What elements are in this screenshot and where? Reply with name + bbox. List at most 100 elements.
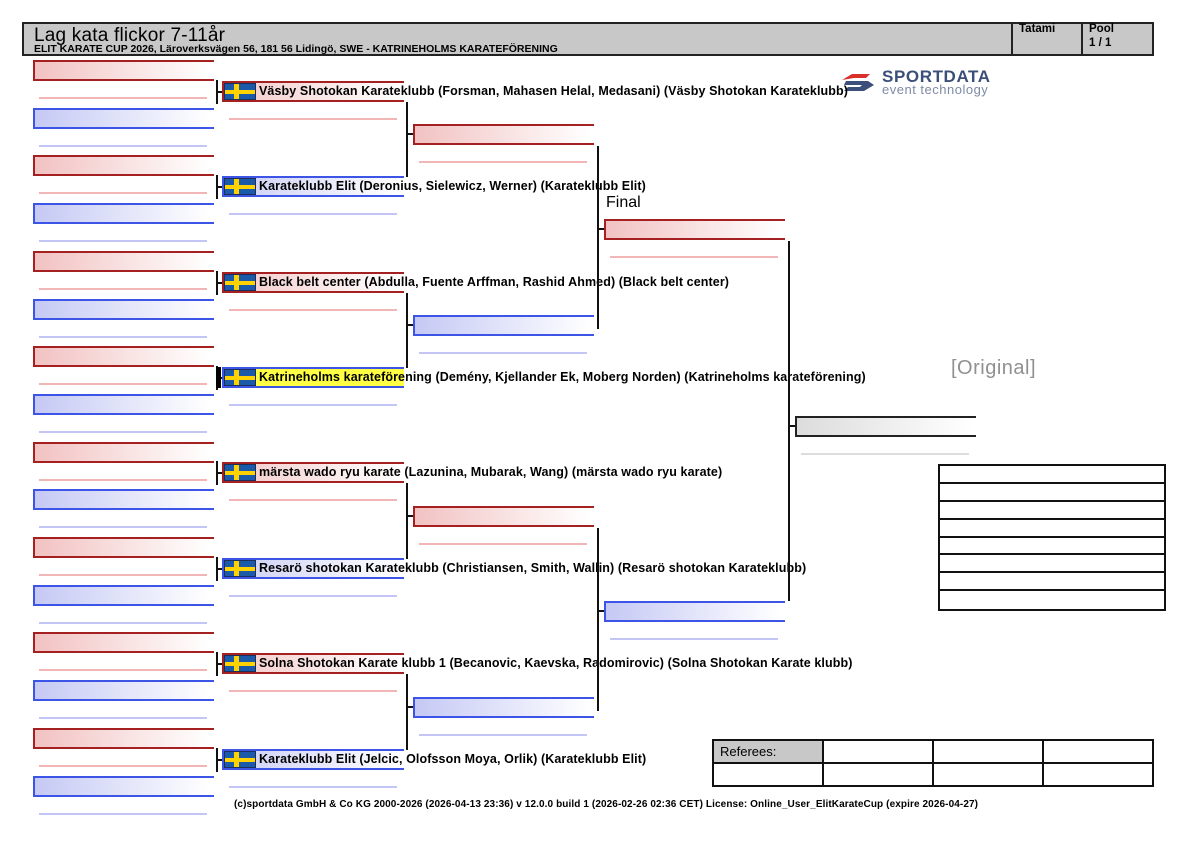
result-row [940,591,1164,609]
result-row [940,466,1164,484]
team-entry[interactable]: Black belt center (Abdulla, Fuente Arffm… [222,272,729,293]
team-name: Black belt center (Abdulla, Fuente Arffm… [259,275,730,289]
bracket-slot-r0[interactable] [33,346,214,368]
referees-label: Referees: [712,739,824,764]
sweden-flag-icon [224,274,256,291]
slot-underline [39,764,207,767]
result-row [940,484,1164,502]
connector-line [406,102,408,177]
bracket-slot-final[interactable] [604,601,785,622]
connector-line [788,425,796,427]
slot-underline [39,335,207,338]
bracket-slot-r0[interactable] [33,60,214,81]
referees-table: Referees: [712,739,1154,787]
result-table [938,464,1166,612]
slot-underline [39,526,207,529]
connector-line [406,133,414,135]
team-entry[interactable]: Katrineholms karateförening (Demény, Kje… [222,367,866,388]
bracket-slot-r0[interactable] [33,489,214,511]
slot-underline [610,638,778,640]
bracket-slot-r0[interactable] [33,775,214,797]
slot-underline [39,669,207,672]
slot-underline [39,574,207,576]
team-name: Solna Shotokan Karate klubb 1 (Becanovic… [259,656,853,670]
bracket-slot-r0[interactable] [33,727,214,749]
team-underline [229,499,397,501]
team-name: Resarö shotokan Karateklubb (Christianse… [259,561,807,575]
slot-underline [419,734,587,736]
bracket-slot-r0[interactable] [33,250,214,272]
sweden-flag-icon [224,655,256,672]
slot-underline [39,97,207,99]
team-entry[interactable]: Karateklubb Elit (Jelcic, Olofsson Moya,… [222,749,646,770]
referee-cell [712,762,824,787]
connector-line [788,241,790,601]
referee-cell [822,762,934,787]
connector-line [597,528,599,711]
team-entry[interactable]: Väsby Shotokan Karateklubb (Forsman, Mah… [222,81,848,102]
team-name: märsta wado ryu karate (Lazunina, Mubara… [259,465,723,479]
slot-underline [419,161,587,163]
sportdata-logo-icon [842,74,874,91]
slot-underline [801,453,969,455]
connector-line [216,186,223,188]
bracket-slot-r0[interactable] [33,537,214,558]
slot-underline [39,383,207,386]
event-subtitle: ELIT KARATE CUP 2026, Läroverksvägen 56,… [34,43,558,55]
bracket-slot-r0[interactable] [33,107,214,129]
bracket-slot-r0[interactable] [33,441,214,463]
team-underline [229,786,397,788]
pool-value: 1 / 1 [1089,37,1112,49]
connector-line [216,282,223,284]
tatami-label: Tatami [1019,23,1056,35]
team-underline [229,595,397,597]
team-entry[interactable]: Solna Shotokan Karate klubb 1 (Becanovic… [222,653,852,674]
team-entry[interactable]: Resarö shotokan Karateklubb (Christianse… [222,558,806,579]
logo-name: SPORTDATA [882,67,991,86]
connector-line [406,515,414,517]
team-underline [229,404,397,406]
team-name: Karateklubb Elit (Deronius, Sielewicz, W… [259,179,646,193]
connector-line [597,228,605,230]
bracket-slot-r0[interactable] [33,393,214,415]
slot-underline [39,430,207,433]
bracket-slot-final[interactable] [604,219,785,240]
connector-line [216,663,223,665]
connector-line [406,324,414,326]
team-entry[interactable]: Karateklubb Elit (Deronius, Sielewicz, W… [222,176,646,197]
bracket-slot-r2[interactable] [413,506,594,527]
winner-slot[interactable] [795,416,976,437]
referee-cell [1042,762,1154,787]
pool-header: Lag kata flickor 7-11år ELIT KARATE CUP … [22,22,1154,56]
bracket-slot-r2[interactable] [413,697,594,718]
team-entry[interactable]: märsta wado ryu karate (Lazunina, Mubara… [222,462,722,483]
slot-underline [39,240,207,243]
selected-marker [216,367,221,388]
team-name: Karateklubb Elit (Jelcic, Olofsson Moya,… [259,752,647,766]
referee-cell [932,739,1044,764]
original-watermark: [Original] [951,357,1037,379]
bracket-slot-r0[interactable] [33,584,214,606]
bracket-slot-r0[interactable] [33,155,214,177]
result-row [940,573,1164,592]
bracket-slot-r2[interactable] [413,124,594,145]
team-underline [229,118,397,120]
team-underline [229,309,397,311]
bracket-slot-r0[interactable] [33,298,214,320]
connector-line [597,610,605,612]
bracket-slot-r2[interactable] [413,315,594,336]
connector-line [216,91,223,93]
round-label-final: Final [606,194,641,211]
slot-underline [39,621,207,624]
sweden-flag-icon [224,560,256,577]
bracket-slot-r0[interactable] [33,632,214,654]
sportdata-logo: SPORTDATA event technology [838,66,1038,100]
referee-cell [932,762,1044,787]
category-title: Lag kata flickor 7-11år [34,25,226,46]
result-row [940,538,1164,556]
bracket-slot-r0[interactable] [33,203,214,225]
slot-underline [39,812,207,815]
bracket-slot-r0[interactable] [33,680,214,702]
referee-cell [1042,739,1154,764]
sweden-flag-icon [224,369,256,386]
